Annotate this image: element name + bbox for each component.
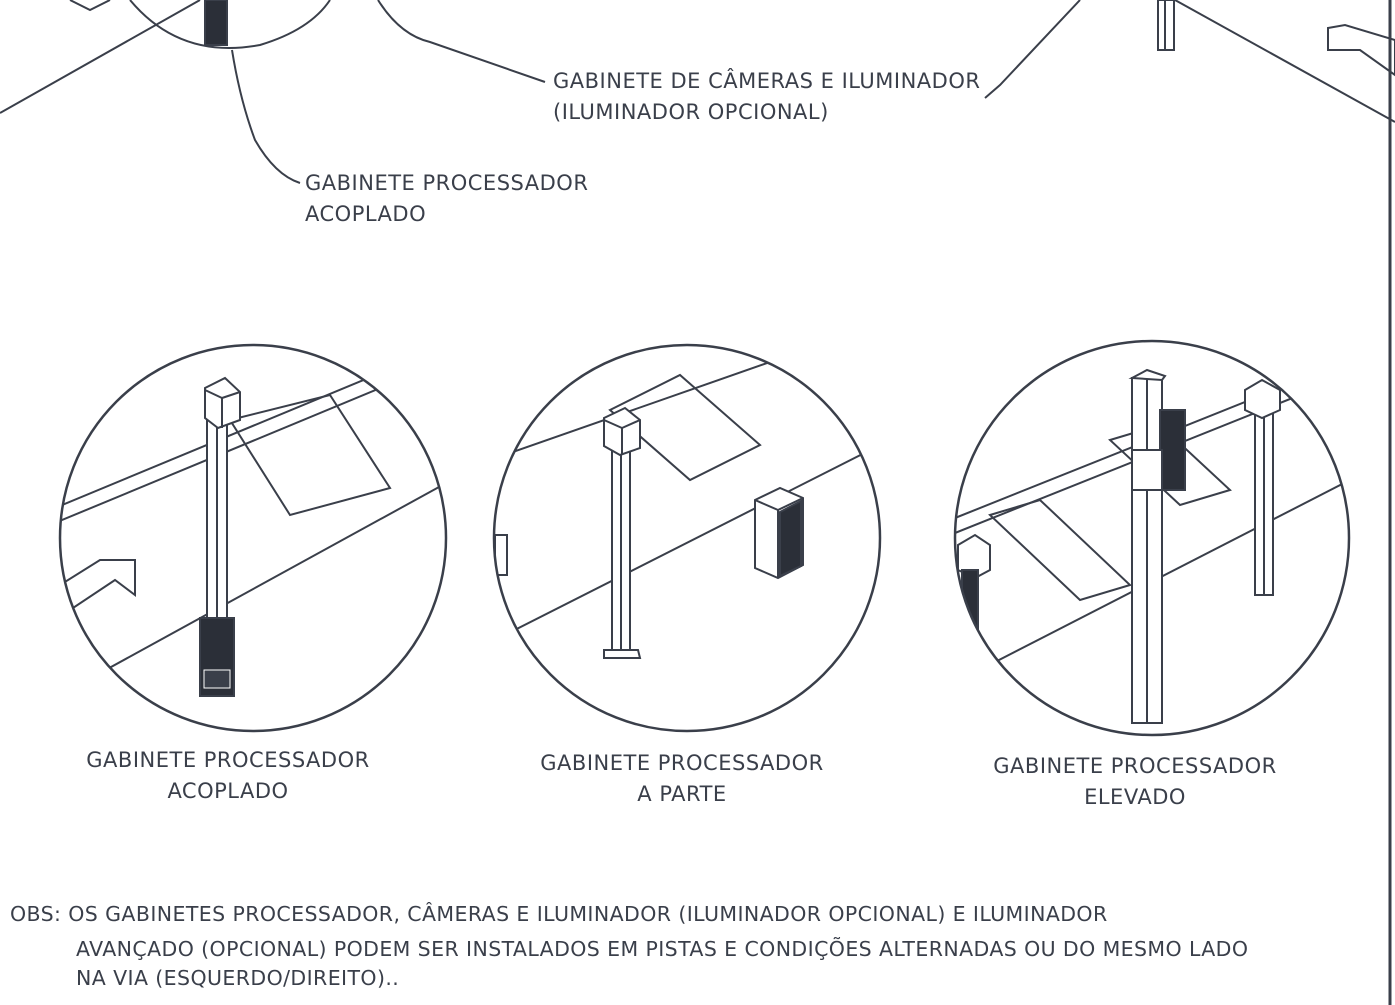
direction-arrow-icon [69,0,111,12]
detail-circle-coupled [58,343,448,733]
processor-cabinet-label-line1: GABINETE PROCESSADOR [305,171,589,195]
caption-line2: ELEVADO [1084,785,1186,809]
obs-line2: AVANÇADO (OPCIONAL) PODEM SER INSTALADOS… [76,937,1249,961]
caption-line1: GABINETE PROCESSADOR [993,754,1277,778]
obs-line3: NA VIA (ESQUERDO/DIREITO).. [76,966,400,990]
caption-line1: GABINETE PROCESSADOR [86,748,370,772]
direction-arrow-icon [1327,23,1395,77]
caption-coupled: GABINETE PROCESSADOR ACOPLADO [78,745,378,807]
camera-cabinet-label-line1: GABINETE DE CÂMERAS E ILUMINADOR [553,69,981,93]
camera-cabinet-label: GABINETE DE CÂMERAS E ILUMINADOR (ILUMIN… [553,66,980,128]
detail-circle-separate [492,343,882,733]
processor-cabinet-label-line2: ACOPLADO [305,202,427,226]
processor-cabinet-icon [1159,409,1186,491]
camera-cabinet-label-line2: (ILUMINADOR OPCIONAL) [553,100,829,124]
caption-line1: GABINETE PROCESSADOR [540,751,824,775]
detail-circle-elevated [953,339,1351,737]
processor-cabinet-icon [204,0,228,46]
caption-line2: ACOPLADO [167,779,289,803]
observation-note: OBS: OS GABINETES PROCESSADOR, CÂMERAS E… [10,897,1248,996]
caption-elevated: GABINETE PROCESSADOR ELEVADO [985,751,1285,813]
obs-line1: OBS: OS GABINETES PROCESSADOR, CÂMERAS E… [10,902,1108,926]
processor-cabinet-label: GABINETE PROCESSADOR ACOPLADO [305,168,588,230]
caption-line2: A PARTE [637,782,727,806]
caption-separate: GABINETE PROCESSADOR A PARTE [532,748,832,810]
